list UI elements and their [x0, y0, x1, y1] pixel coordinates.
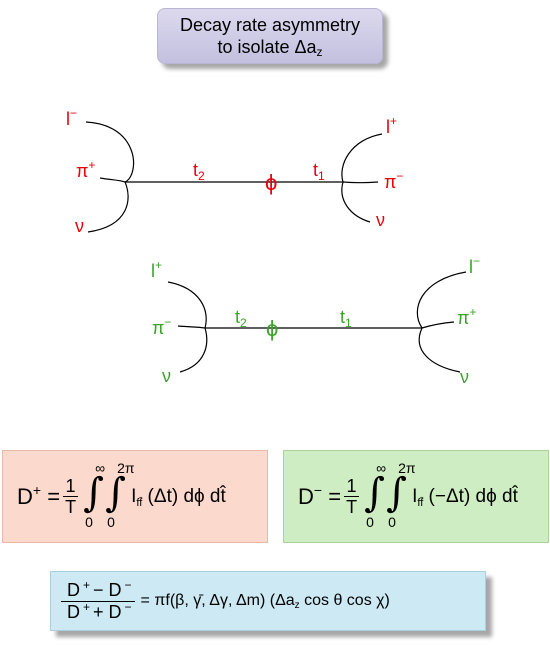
top-right-nu-label: ν: [376, 210, 385, 230]
top-left-pion-track: [99, 177, 126, 183]
bottom-t2-label: t2: [235, 307, 247, 330]
top-right-lepton-track: [341, 133, 383, 183]
bottom-right-pion-label: π+: [457, 305, 476, 328]
dplus-lhs: D+ =: [17, 481, 61, 509]
bottom-left-pion-label: π−: [152, 315, 171, 338]
asymmetry-formula-box: D+− D− D++ D− = πf(β, γ̄, Δγ, Δm) (Δaz c…: [50, 571, 486, 631]
top-right-lepton-label: l+: [386, 114, 397, 137]
title-line-2: to isolate Δaz: [217, 37, 323, 59]
dminus-lhs: D− =: [298, 481, 342, 509]
bottom-left-lepton-track: [167, 281, 207, 329]
bottom-right-lepton-label: l−: [469, 254, 480, 277]
top-right-pion-label: π−: [384, 169, 403, 192]
top-left-nu-track: [87, 181, 129, 233]
bottom-left-lepton-label: l+: [151, 258, 162, 281]
top-left-lepton-track: [85, 121, 135, 183]
dminus-integral-angle: 2π∫0: [386, 459, 416, 530]
decay-diagrams: l− π+ ν l+ π− ν t2 ϕ t1 l+ π− ν l− π+ ν …: [66, 106, 480, 387]
bottom-right-lepton-track: [416, 271, 467, 329]
top-right-nu-track: [341, 181, 371, 223]
asymmetry-numerator: D+− D−: [67, 577, 132, 600]
asymmetry-fraction: D+− D− D++ D−: [61, 577, 135, 623]
top-left-nu-label: ν: [75, 216, 84, 236]
title-line-1: Decay rate asymmetry: [179, 15, 361, 35]
bottom-t1-label: t1: [340, 307, 352, 330]
asymmetry-denominator: D++ D−: [61, 600, 135, 623]
top-diagram: l− π+ ν l+ π− ν t2 ϕ t1: [66, 106, 403, 236]
top-right-pion-track: [342, 181, 379, 184]
bottom-diagram: l+ π− ν l− π+ ν t2 ϕ t1: [151, 254, 480, 387]
top-left-lepton-label: l−: [66, 106, 77, 129]
asymmetry-rhs: = πf(β, γ̄, Δγ, Δm) (Δaz cos θ cos χ): [140, 592, 390, 611]
dplus-integral-time: ∞∫0: [83, 459, 106, 530]
dplus-integrand: Iff̄ (Δt) dϕ dt̂: [131, 485, 226, 509]
dminus-integrand: Iff̄ (−Δt) dϕ dt̂: [412, 485, 518, 509]
bottom-right-nu-track: [418, 327, 461, 373]
bottom-right-pion-track: [421, 321, 455, 329]
bottom-right-nu-label: ν: [460, 367, 469, 387]
top-left-pion-label: π+: [76, 158, 95, 181]
bottom-left-nu-label: ν: [162, 366, 171, 386]
dminus-integral-time: ∞∫0: [364, 459, 387, 530]
top-t1-label: t1: [313, 160, 325, 183]
title-box: Decay rate asymmetry to isolate Δaz: [157, 8, 383, 64]
top-t2-label: t2: [193, 160, 205, 183]
bottom-left-nu-track: [179, 327, 208, 373]
bottom-phi-label: ϕ: [266, 316, 278, 341]
top-phi-label: ϕ: [265, 170, 277, 195]
bottom-left-pion-track: [177, 325, 206, 329]
dplus-integral-angle: 2π∫0: [105, 459, 135, 530]
